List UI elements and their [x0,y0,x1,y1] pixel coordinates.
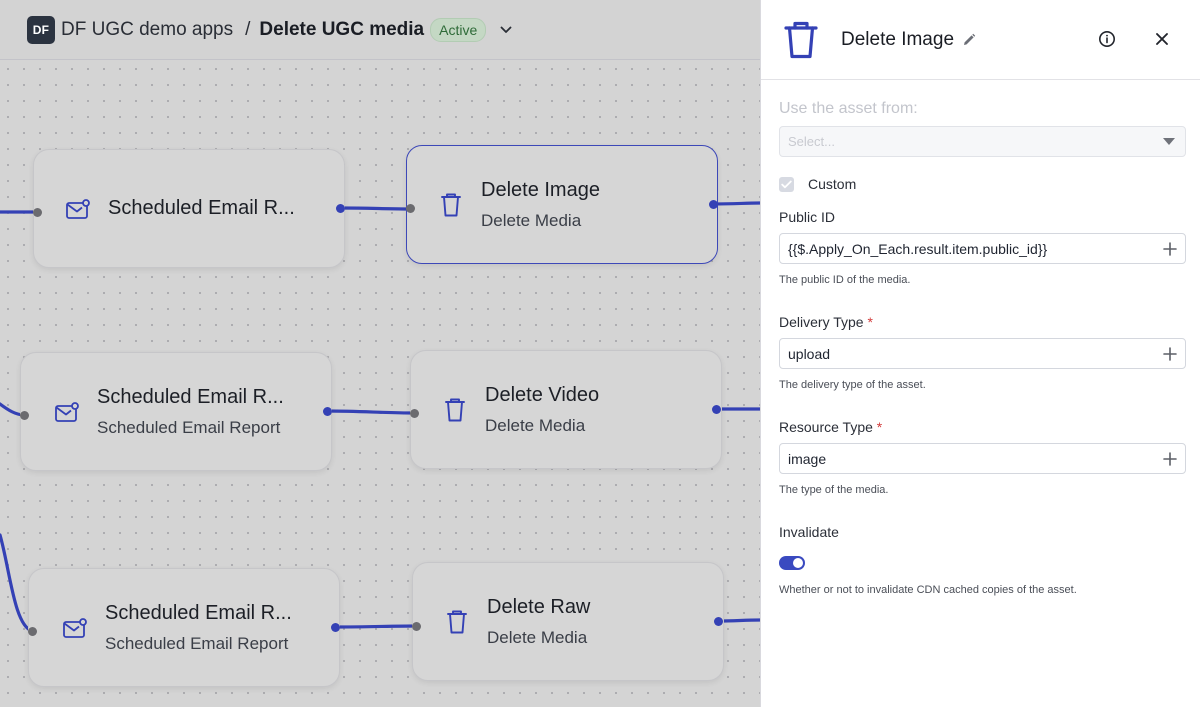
delivery-type-input[interactable]: upload [779,338,1186,369]
page-title: Delete UGC media [259,18,425,40]
public-id-value: {{$.Apply_On_Each.result.item.public_id}… [788,240,1048,257]
plus-icon[interactable] [1163,346,1177,361]
info-icon[interactable] [1098,30,1116,48]
trash-icon [437,191,465,219]
node-subtitle: Delete Media [487,627,588,647]
breadcrumb-separator: / [245,18,251,40]
pencil-icon[interactable] [962,33,976,47]
resource-type-label: Resource Type * [779,419,883,435]
close-icon[interactable] [1154,31,1170,47]
delivery-type-help: The delivery type of the asset. [779,379,926,391]
node-subtitle: Scheduled Email Report [97,417,281,437]
delivery-type-label: Delivery Type * [779,314,873,330]
flow-header: DF DF UGC demo apps / Delete UGC media A… [0,0,760,60]
node-output-handle[interactable] [714,617,723,626]
email-gear-icon [53,398,81,426]
node-output-handle[interactable] [331,623,340,632]
required-marker: * [876,419,883,435]
node-input-handle[interactable] [33,208,42,217]
breadcrumb-app-name[interactable]: DF UGC demo apps [61,18,234,40]
edge-out-image [711,201,760,206]
asset-source-label: Use the asset from: [779,100,918,117]
node-delete-raw[interactable]: Delete Raw Delete Media [412,562,724,681]
node-config-panel: Delete Image Use the asset from: Select.… [760,0,1200,707]
node-title: Delete Image [481,178,600,201]
edge-image-video-row1 [339,206,413,211]
node-subtitle: Scheduled Email Report [105,633,289,653]
node-input-handle[interactable] [406,204,415,213]
resource-type-input[interactable]: image [779,443,1186,474]
node-title: Scheduled Email R... [97,385,284,408]
node-output-handle[interactable] [336,204,345,213]
edge-row2 [325,409,416,415]
node-scheduled-email-1[interactable]: Scheduled Email R... [33,149,345,268]
resource-type-help: The type of the media. [779,484,889,496]
custom-checkbox-label: Custom [808,176,857,192]
node-input-handle[interactable] [20,411,29,420]
invalidate-help: Whether or not to invalidate CDN cached … [779,584,1077,596]
node-subtitle: Delete Media [485,415,586,435]
email-gear-icon [61,614,89,642]
required-marker: * [867,314,873,330]
plus-icon[interactable] [1163,241,1177,256]
config-form: Use the asset from: Select... Custom Pub… [761,100,1200,596]
custom-checkbox[interactable] [779,176,794,192]
app-logo: DF [27,15,55,44]
delivery-type-value: upload [788,345,831,362]
resource-type-value: image [788,450,827,467]
node-scheduled-email-3[interactable]: Scheduled Email R... Scheduled Email Rep… [28,568,340,687]
email-gear-icon [64,195,92,223]
edge-row3 [334,624,418,629]
public-id-label: Public ID [779,209,836,225]
node-title: Delete Raw [487,595,591,618]
plus-icon[interactable] [1163,451,1177,466]
invalidate-toggle[interactable] [779,556,805,570]
asset-source-select[interactable]: Select... [779,126,1186,157]
asset-source-placeholder: Select... [788,134,835,149]
public-id-input[interactable]: {{$.Apply_On_Each.result.item.public_id}… [779,233,1186,264]
node-delete-video[interactable]: Delete Video Delete Media [410,350,722,469]
node-input-handle[interactable] [410,409,419,418]
node-delete-image[interactable]: Delete Image Delete Media [406,145,718,264]
node-title: Delete Video [485,383,600,406]
edge-out-raw [717,618,760,623]
node-output-handle[interactable] [712,405,721,414]
node-input-handle[interactable] [412,622,421,631]
trash-icon [441,396,469,424]
panel-title: Delete Image [841,28,955,50]
trash-icon [783,20,819,60]
panel-header: Delete Image [761,0,1200,80]
chevron-down-icon [1163,138,1175,145]
node-input-handle[interactable] [28,627,37,636]
node-title: Scheduled Email R... [108,197,295,219]
node-subtitle: Delete Media [481,210,582,230]
node-output-handle[interactable] [323,407,332,416]
public-id-help: The public ID of the media. [779,274,911,286]
chevron-down-icon[interactable] [496,20,516,40]
node-title: Scheduled Email R... [105,601,292,624]
status-badge: Active [430,17,487,42]
toggle-knob [793,558,803,568]
invalidate-label: Invalidate [779,524,839,540]
node-scheduled-email-2[interactable]: Scheduled Email R... Scheduled Email Rep… [20,352,332,471]
trash-icon [443,608,471,636]
node-output-handle[interactable] [709,200,718,209]
edge-incoming-3 [0,533,34,633]
